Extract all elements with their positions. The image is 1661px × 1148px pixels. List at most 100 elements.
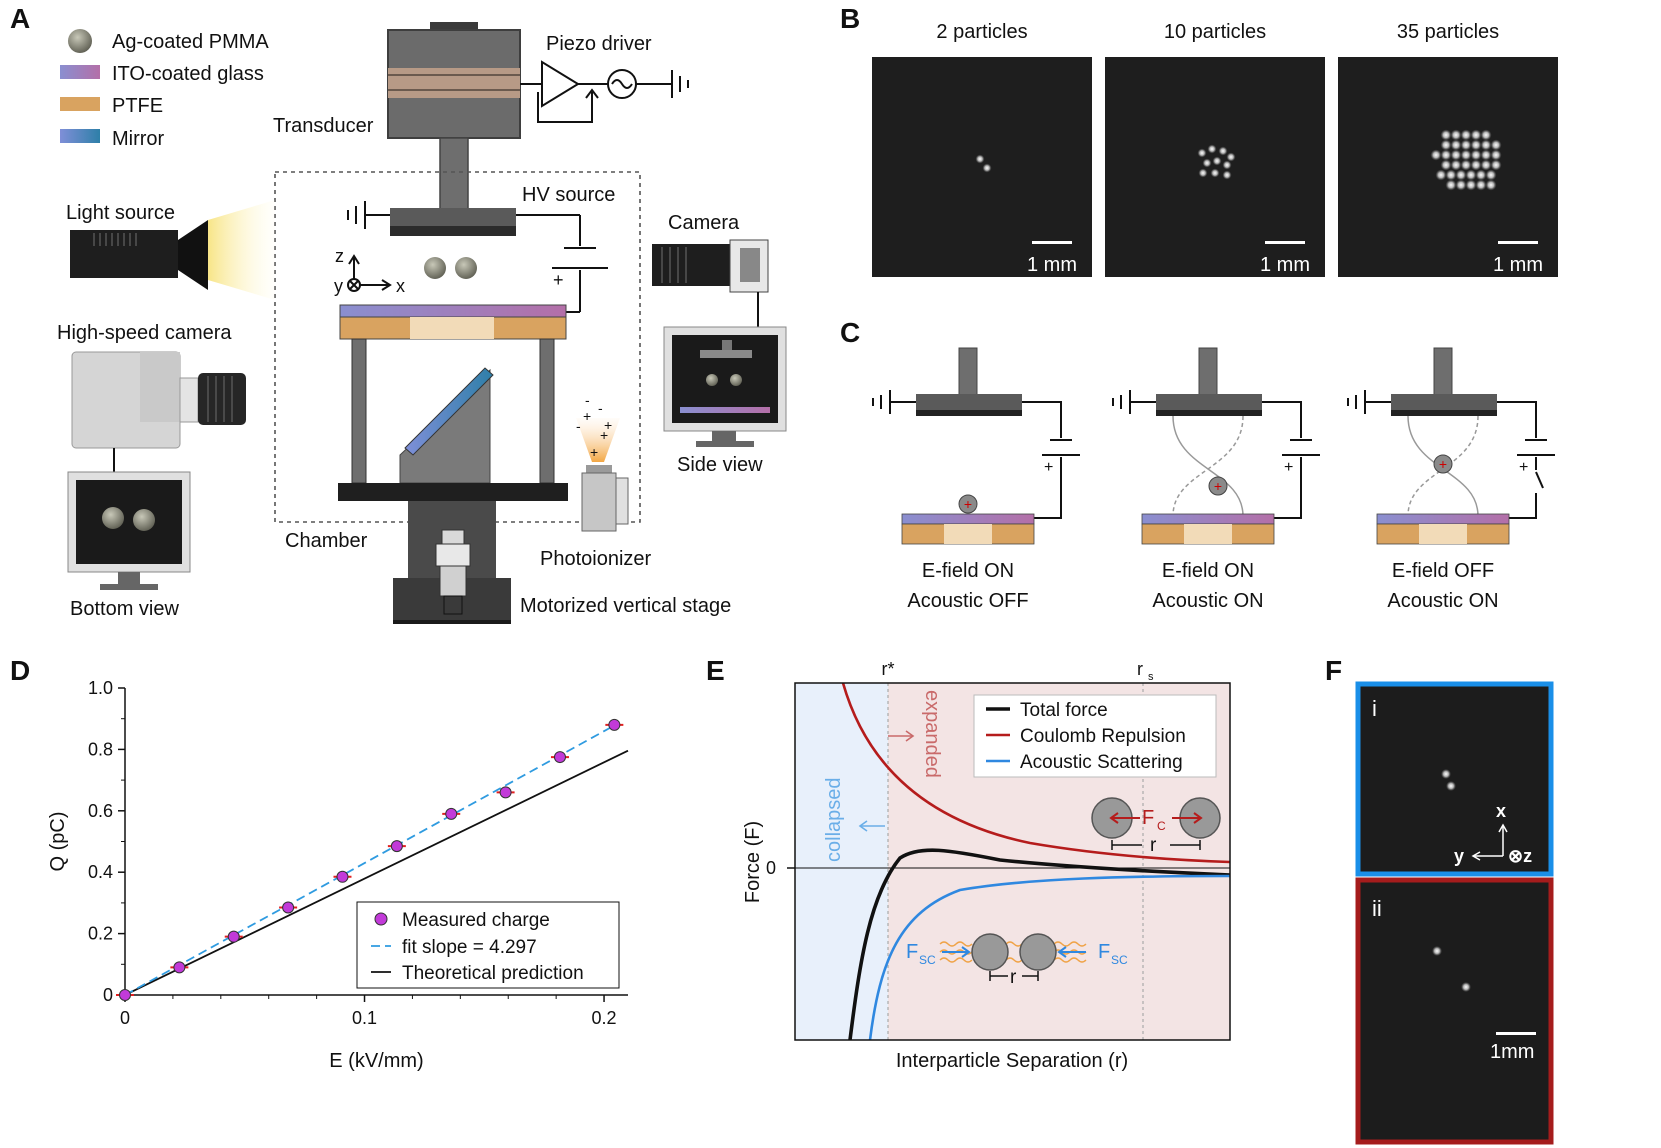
particle-a1 [424,257,446,279]
b-particle [1490,159,1502,171]
panel-e: E 0 Force (F) Interparticle Separation (… [706,655,1231,1072]
f-image-bottom [1355,877,1554,1145]
b-particle [1440,139,1452,151]
light-source [70,200,275,300]
axis-y-label: y [334,276,343,296]
c-ground-symbol [872,390,916,414]
b-particle [1226,152,1236,162]
b-particle [1450,149,1462,161]
svg-text:+: + [590,444,598,460]
c-label-efield-1: E-field ON [1162,560,1254,582]
c-particle-charge: + [1439,456,1447,472]
legend-label-mirror: Mirror [112,128,165,150]
d-data-point [336,870,349,883]
b-particle [1197,148,1207,158]
b-particle [1470,149,1482,161]
c-plus: + [1044,459,1053,476]
b-title-1: 10 particles [1164,21,1266,43]
legend-swatch-mirror [60,129,100,143]
b-particle [1212,156,1222,166]
b-particle [1440,129,1452,141]
collapsed-label: collapsed [823,777,845,862]
c-transducer-head [916,394,1022,412]
mirror [404,367,494,456]
label-camera: Camera [668,212,740,234]
d-legend-theory: Theoretical prediction [402,963,584,984]
d-data-point [227,930,240,943]
side-camera [652,239,769,328]
label-side-view: Side view [677,454,763,476]
svg-text:+: + [583,408,591,424]
b-particle [1485,179,1497,191]
rs-label: r [1137,659,1143,679]
c-transducer-face [1156,410,1262,416]
c-hv-circuit [1262,401,1320,519]
c-hv-circuit [1497,401,1555,519]
r-label-coulomb: r [1150,835,1157,856]
b-particle [1460,149,1472,161]
svg-text:+: + [600,427,608,443]
b-particle [1450,159,1462,171]
f-image-top [1355,681,1554,877]
b-particle [1480,149,1492,161]
b-particle [1435,169,1447,181]
b-particle [975,154,985,164]
b-scalebar-2 [1498,241,1538,244]
c-ground-symbol [1347,390,1391,414]
c-ptfe-window [1419,524,1467,544]
d-data-point [608,718,621,731]
b-particle [1450,139,1462,151]
label-photoionizer: Photoionizer [540,548,652,570]
c-transducer-face [1391,410,1497,416]
f-axis-z: ⊗z [1508,846,1532,866]
hv-source [516,214,608,313]
panel-d-letter: D [10,655,30,686]
fsc-left-sub: SC [919,953,936,967]
transducer [387,22,521,236]
d-xtick-label: 0.2 [592,1008,617,1028]
d-data-point [445,807,458,820]
b-particle [1198,168,1208,178]
d-data-point [119,989,131,1001]
legend-label-ito: ITO-coated glass [112,63,264,85]
panel-a: A Ag-coated PMMA ITO-coated glass PTFE M… [10,3,787,624]
panel-c-letter: C [840,317,860,348]
b-particle [1460,159,1472,171]
c-wave-solid [1172,415,1244,517]
c-particle [1208,476,1228,496]
ground-symbol-a [347,201,390,229]
f-bottom-label: ii [1372,896,1382,921]
e-legend-acoustic: Acoustic Scattering [1020,752,1183,773]
d-data-point [173,961,186,974]
c-transducer-head [1391,394,1497,412]
photoionizer: - - + - + + + [576,392,629,532]
c-hv-circuit [1022,401,1080,519]
b-particle [1460,139,1472,151]
b-title-0: 2 particles [936,21,1027,43]
b-scale-label-2: 1 mm [1493,254,1543,276]
label-light: Light source [66,202,175,224]
hv-plus: + [553,270,564,290]
e-xlabel: Interparticle Separation (r) [896,1050,1128,1072]
f-scale-label: 1mm [1490,1041,1534,1063]
c-ptfe-window [944,524,992,544]
d-data-point [499,786,512,799]
b-particle [1445,169,1457,181]
b-particle [1485,169,1497,181]
legend-swatch-ito [60,65,100,79]
c-ground-symbol [1112,390,1156,414]
panel-f-letter: F [1325,655,1342,686]
c-ito [1141,513,1275,525]
panel-e-letter: E [706,655,725,686]
b-particle [1440,149,1452,161]
svg-text:-: - [576,418,581,434]
panel-f: F i x y ⊗z ii 1mm [1325,655,1554,1145]
d-ytick-label: 0.4 [88,862,113,882]
motorized-stage [393,501,511,624]
b-title-2: 35 particles [1397,21,1499,43]
c-transducer-stem [1433,347,1453,397]
